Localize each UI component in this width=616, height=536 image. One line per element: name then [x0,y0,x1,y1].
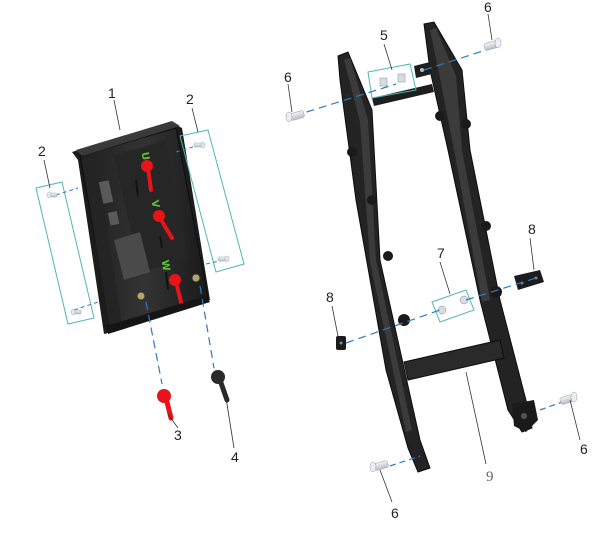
controller-screws-right [175,129,245,273]
callout-5: 5 [380,27,388,43]
bolt-upper-left [285,110,305,123]
red-terminal-cap-u [141,160,153,192]
phase-label-v: V [149,199,161,209]
callout-4: 4 [231,449,239,465]
leader-lines [43,13,581,503]
bolt-lower-left [369,460,389,473]
controller-screws-left [35,181,99,325]
red-terminal-cap-w [169,274,183,304]
vent-slot [98,180,114,204]
red-terminal-cap-v [153,210,174,240]
bolt-lower-right [559,391,578,405]
middle-nut-pair [431,289,475,323]
screw-icon [70,308,82,316]
callout-6-upper-right: 6 [484,0,492,15]
phase-label-u: U [139,151,151,161]
callout-8-right: 8 [528,221,536,237]
callout-7: 7 [437,245,445,261]
callout-2-right: 2 [186,91,194,107]
screw-icon [217,255,230,263]
mounting-bracket-frame [337,21,538,473]
bolt-upper-right [483,37,502,51]
motor-controller: U V W [72,121,210,334]
upper-nut-pair [367,62,432,99]
callout-9: 9 [486,469,494,485]
callout-2-left: 2 [38,143,46,159]
clamp-left [336,336,346,350]
callout-6-lower-left: 6 [391,505,399,521]
callout-8-left: 8 [326,289,334,305]
screw-icon [46,191,58,199]
black-terminal-cap [211,370,230,403]
terminal-post [191,273,201,283]
screw-icon [193,141,206,149]
vent-slot [107,211,120,226]
callout-6-upper-left: 6 [284,69,292,85]
callout-1: 1 [108,85,116,101]
red-terminal-cap [157,389,174,421]
phase-label-w: W [159,259,172,272]
callout-3: 3 [174,427,182,443]
callout-6-lower-right: 6 [580,441,588,457]
terminal-post [136,291,146,301]
